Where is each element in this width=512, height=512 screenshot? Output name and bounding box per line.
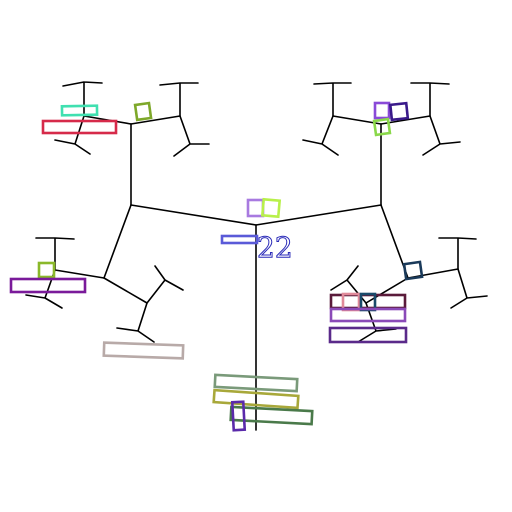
edge [422,115,461,156]
edge [313,82,382,125]
node-label: 22 [257,231,293,264]
edge [173,115,210,157]
tree-boxes [9,101,424,432]
box [102,341,185,360]
box [37,261,56,279]
edge [302,115,339,156]
edge [130,204,257,226]
box [41,119,118,135]
edge [116,302,155,343]
edge [255,204,382,226]
box [246,198,265,218]
edge [62,81,132,125]
box [213,373,299,393]
box [9,277,87,294]
box [329,307,407,323]
box [373,101,391,120]
edge [330,265,409,304]
box [133,101,153,122]
edge [103,204,132,279]
edge [450,268,488,309]
edge [130,82,199,125]
edge [380,82,450,125]
box [220,234,259,245]
box [229,405,314,426]
box [60,104,99,117]
edge [407,237,477,279]
edge [103,265,184,304]
box [328,326,408,344]
box [230,400,247,432]
box [260,197,282,219]
box [388,101,410,122]
box [212,388,300,410]
edge [35,237,105,279]
box [372,117,392,137]
box [402,260,424,281]
